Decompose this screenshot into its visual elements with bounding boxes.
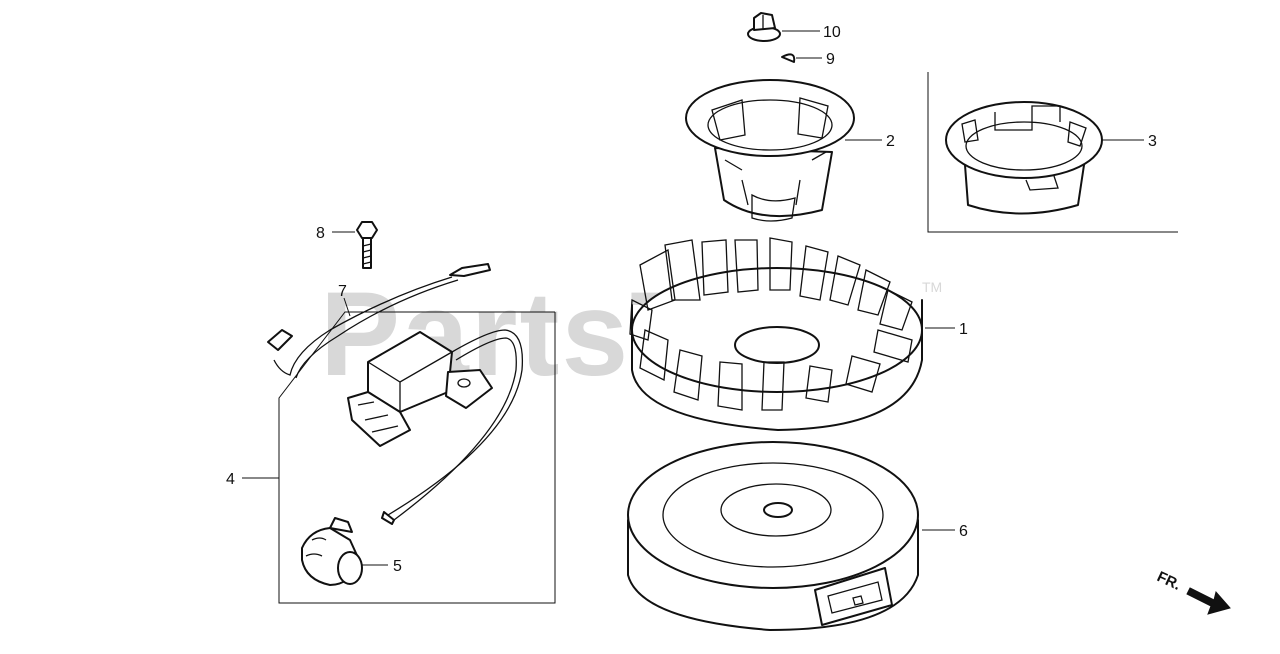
part-starter-cup[interactable] bbox=[945, 101, 1103, 215]
callout-7[interactable]: 7 bbox=[338, 283, 347, 300]
inset-frame-3 bbox=[927, 72, 1178, 233]
part-key[interactable] bbox=[781, 53, 796, 63]
callout-5[interactable]: 5 bbox=[393, 558, 402, 575]
part-flywheel[interactable] bbox=[629, 237, 923, 431]
callout-6[interactable]: 6 bbox=[959, 523, 968, 540]
callout-1[interactable]: 1 bbox=[959, 321, 968, 338]
bracket-frame-4 bbox=[278, 311, 556, 604]
front-direction-indicator: FR. bbox=[1154, 568, 1231, 615]
callout-8[interactable]: 8 bbox=[316, 225, 325, 242]
part-ground-wire[interactable] bbox=[267, 263, 491, 379]
direction-label: FR. bbox=[1154, 568, 1183, 594]
part-flange-nut[interactable] bbox=[747, 12, 781, 42]
part-plug-cap[interactable] bbox=[301, 517, 363, 586]
front-arrow-icon bbox=[1186, 587, 1231, 615]
callout-4[interactable]: 4 bbox=[226, 471, 235, 488]
leader-7 bbox=[343, 297, 351, 317]
callout-10[interactable]: 10 bbox=[823, 24, 841, 41]
callout-2[interactable]: 2 bbox=[886, 133, 895, 150]
callout-9[interactable]: 9 bbox=[826, 51, 835, 68]
part-bolt[interactable] bbox=[356, 221, 378, 269]
part-starter-pulley[interactable] bbox=[685, 79, 855, 222]
part-ignition-coil[interactable] bbox=[347, 329, 524, 525]
watermark-trademark: TM bbox=[922, 279, 942, 295]
callout-3[interactable]: 3 bbox=[1148, 133, 1157, 150]
part-fan-cover[interactable] bbox=[627, 441, 919, 631]
